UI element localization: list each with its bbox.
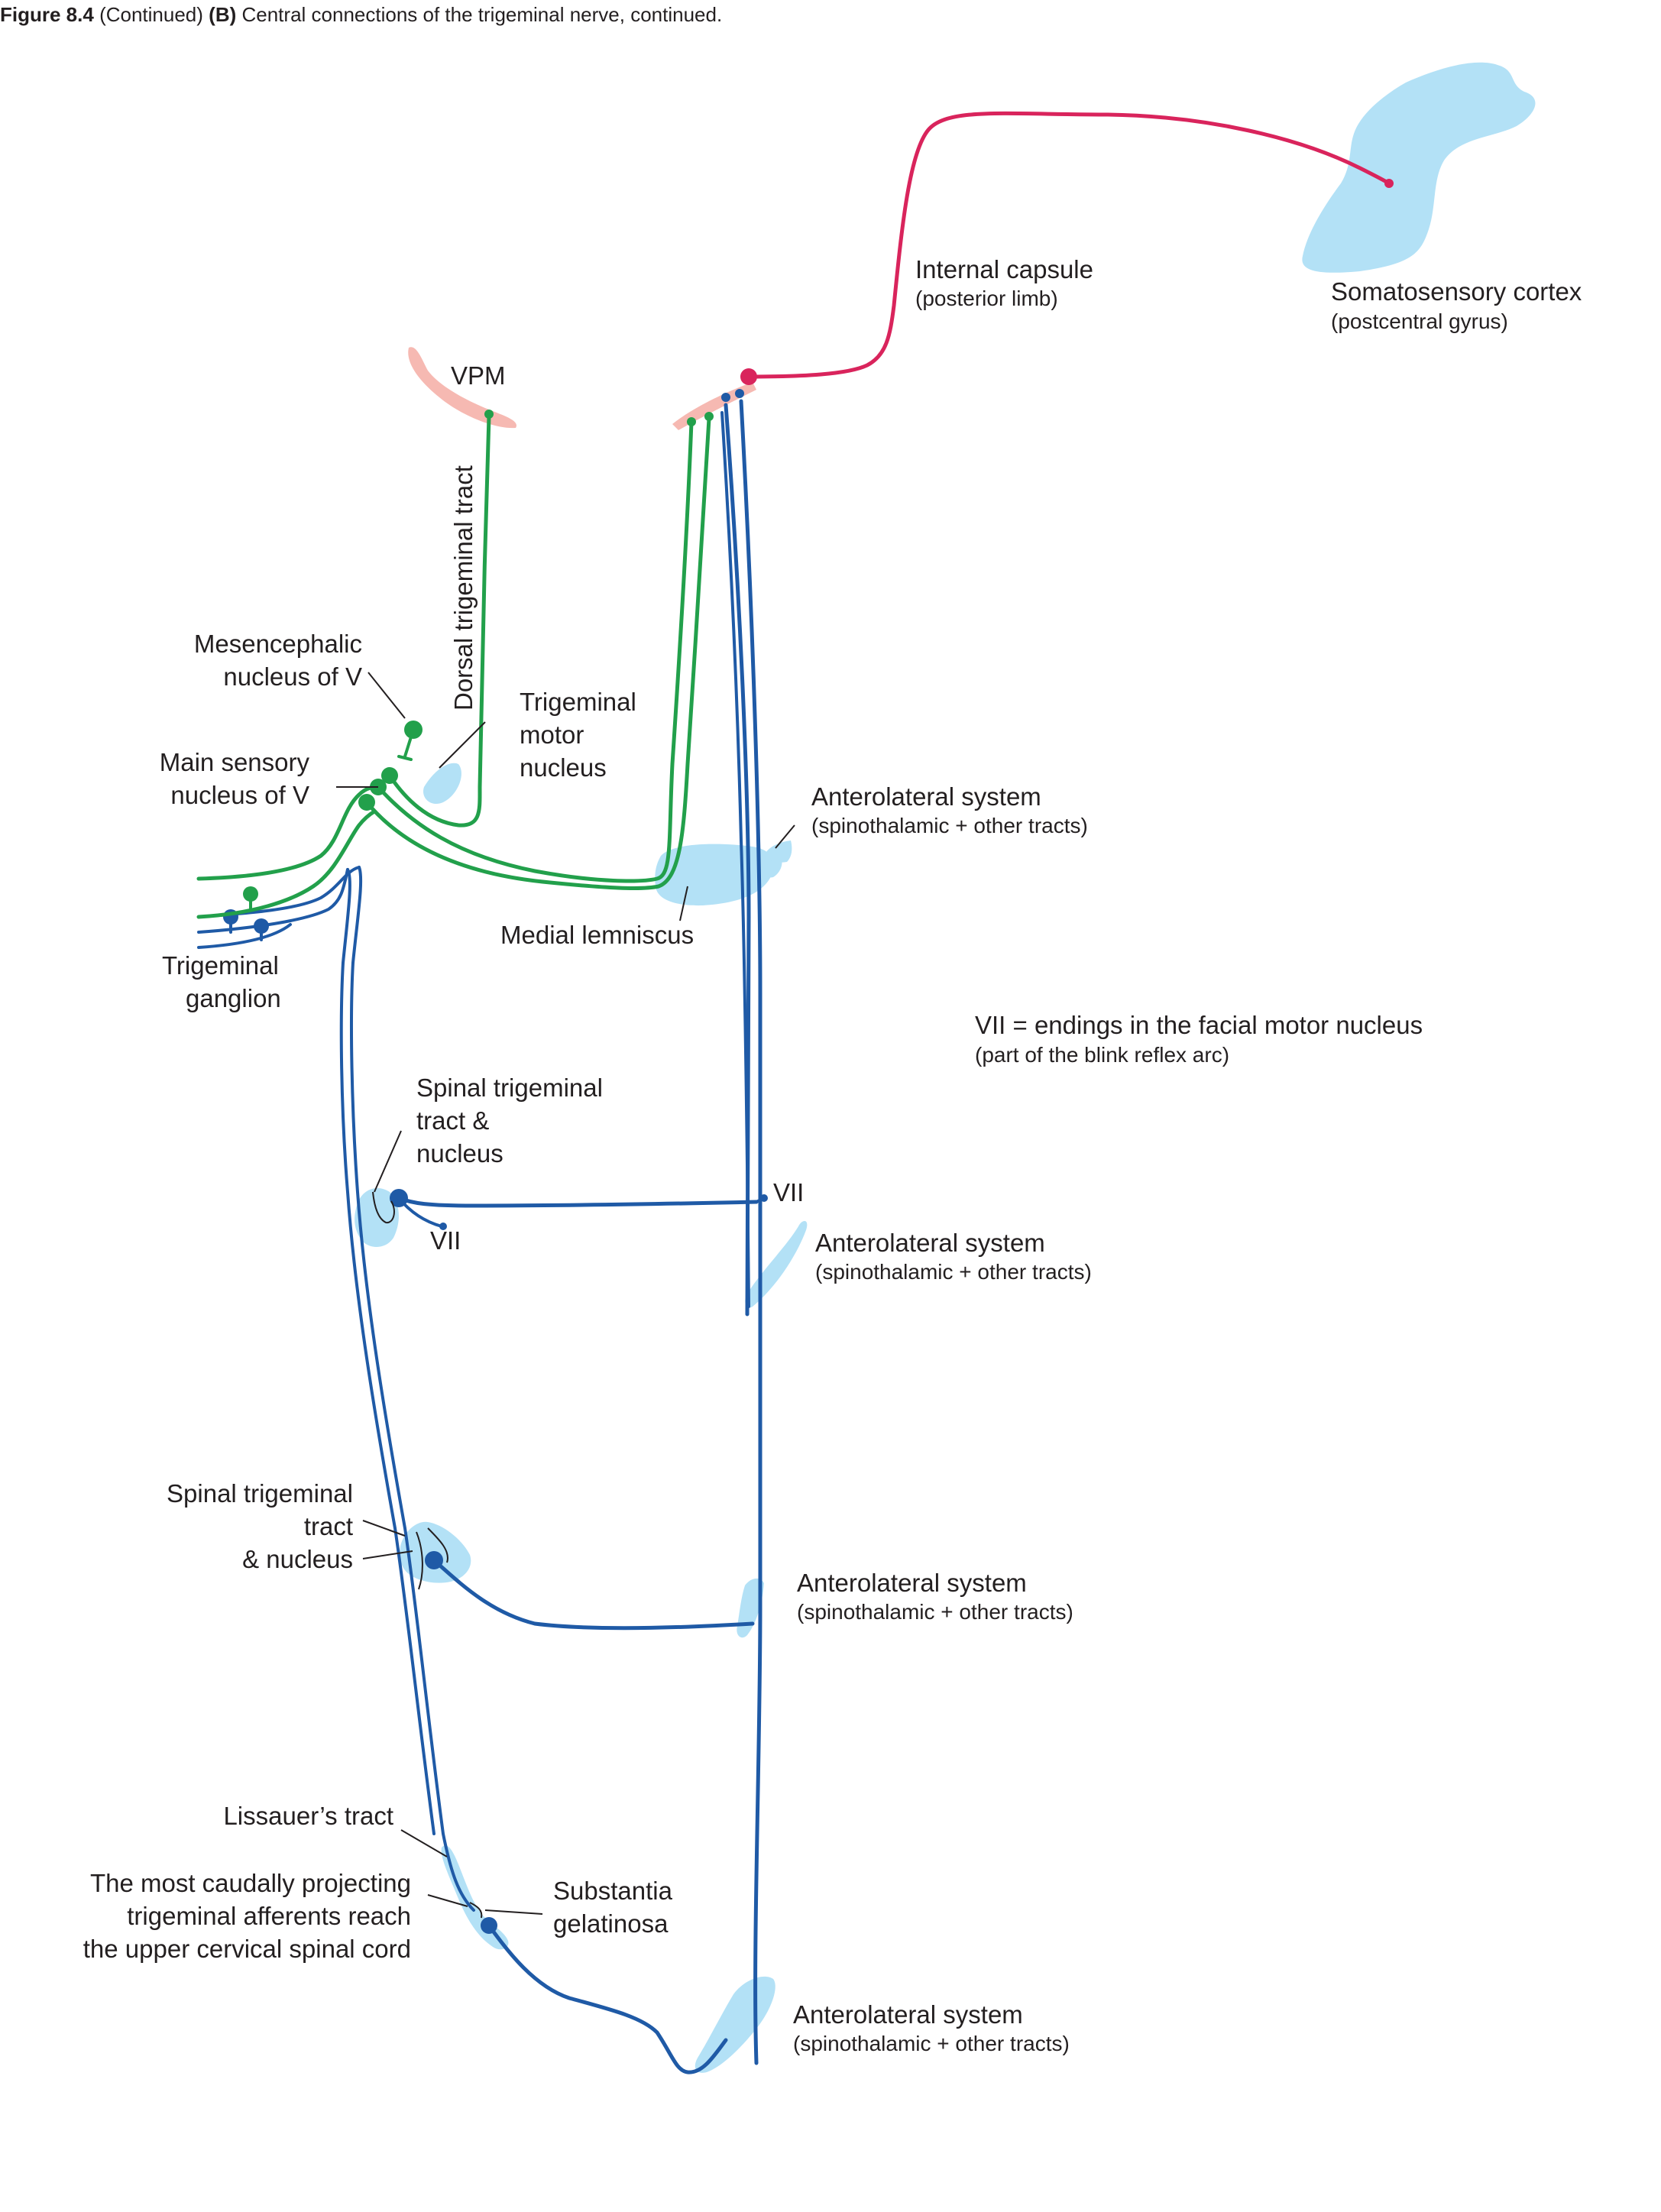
leader-lines [336, 672, 795, 1915]
label-spinal-mid-3: & nucleus [242, 1545, 353, 1573]
label-trigeminal-ganglion-2: ganglion [186, 984, 281, 1012]
label-main-sensory-1: Main sensory [160, 748, 310, 776]
cortex-terminal [1384, 179, 1394, 188]
somatosensory-cortex-region [1302, 62, 1536, 273]
label-spinal-top-3: nucleus [416, 1139, 503, 1168]
spinal-top-inset [372, 1191, 395, 1224]
red-pathway [740, 111, 1394, 385]
label-internal-capsule-sub: (posterior limb) [915, 287, 1058, 310]
label-trigeminal-ganglion-1: Trigeminal [162, 951, 279, 980]
leader-motor-nucleus [439, 721, 486, 769]
leader-mesencephalic [367, 672, 406, 719]
vpm-terminal-green-left [484, 410, 494, 419]
label-anterolateral-1: Anterolateral system [811, 782, 1041, 811]
label-spinal-mid-2: tract [304, 1512, 353, 1540]
spinal-tract-outer [350, 866, 475, 1912]
trigeminal-motor-nucleus-region [423, 763, 461, 805]
leader-spinal-mid-1 [362, 1520, 406, 1537]
label-anterolateral-4-sub: (spinothalamic + other tracts) [793, 2032, 1070, 2055]
ganglion-blue-fibre-2 [197, 868, 349, 934]
leader-spinal-mid-2 [362, 1550, 413, 1559]
spinal-mid-inset-1 [416, 1531, 423, 1590]
vpm-terminal-green-1 [687, 417, 696, 426]
anatomical-regions [355, 62, 1536, 2073]
leader-anterolateral-1 [775, 824, 795, 849]
label-spinal-top-2: tract & [416, 1106, 489, 1135]
label-lissauer: Lissauer’s tract [223, 1802, 393, 1830]
mesencephalic-fibre [397, 755, 413, 761]
caudal-crossing-fibre [487, 1923, 728, 2074]
mesencephalic-axon [403, 728, 415, 758]
anterolateral-ascending-outer [739, 399, 763, 2065]
label-somatosensory-cortex: Somatosensory cortex [1331, 277, 1582, 306]
caudal-inset [469, 1902, 483, 1919]
label-vii-right: VII [773, 1178, 804, 1206]
label-spinal-mid-1: Spinal trigeminal [167, 1479, 353, 1508]
dorsal-trigeminal-tract [387, 414, 491, 827]
label-mesencephalic-2: nucleus of V [223, 662, 362, 691]
label-mesencephalic-1: Mesencephalic [194, 630, 362, 658]
leader-lissauer [400, 1829, 448, 1857]
label-vpm: VPM [451, 361, 506, 390]
label-trigeminal-motor-1: Trigeminal [520, 688, 636, 716]
spinal-mid-crossing-fibre [432, 1558, 755, 1631]
ganglion-green-fibre-2 [196, 809, 377, 919]
label-caudal-1: The most caudally projecting [90, 1869, 411, 1897]
label-anterolateral-3-sub: (spinothalamic + other tracts) [797, 1600, 1073, 1624]
figure-caption: Figure 8.4 (Continued) (B) Central conne… [0, 3, 722, 26]
label-vii-note: VII = endings in the facial motor nucleu… [975, 1011, 1423, 1039]
green-pathways [196, 410, 714, 919]
label-substantia-2: gelatinosa [553, 1909, 669, 1938]
medial-lemniscus-fibre-1 [376, 419, 694, 883]
ganglion-blue-fibre-3 [197, 923, 292, 949]
label-vii-note-sub: (part of the blink reflex arc) [975, 1043, 1229, 1067]
vpm-terminal-blue-2 [735, 389, 744, 398]
labels: VPM Internal capsule (posterior limb) So… [83, 255, 1582, 2055]
anterolateral-region-4 [695, 1976, 775, 2073]
ganglion-green-fibre-1 [196, 785, 380, 881]
vpm-terminal-green-2 [704, 412, 714, 421]
ganglion-blue-fibre-1 [197, 866, 361, 918]
label-trigeminal-motor-2: motor [520, 721, 584, 749]
vii-terminal-left-dot [439, 1223, 447, 1230]
anterolateral-region-2 [745, 1221, 808, 1308]
label-trigeminal-motor-3: nucleus [520, 753, 607, 782]
anterolateral-ascending-third [720, 411, 750, 1308]
spinal-trigeminal-nucleus-top-region [355, 1188, 399, 1247]
label-main-sensory-2: nucleus of V [170, 781, 309, 809]
label-caudal-3: the upper cervical spinal cord [83, 1935, 411, 1963]
spinal-top-crossing-fibre [397, 1196, 759, 1208]
leader-spinal-top [374, 1130, 402, 1193]
label-anterolateral-2-sub: (spinothalamic + other tracts) [815, 1260, 1092, 1284]
label-anterolateral-3: Anterolateral system [797, 1569, 1027, 1597]
internal-capsule-fibre [746, 111, 1391, 379]
vpm-left-region [408, 347, 516, 429]
blue-pathways [197, 389, 768, 2074]
spinal-top-to-vii-left [397, 1197, 443, 1228]
label-medial-lemniscus: Medial lemniscus [500, 921, 694, 949]
vpm-terminal-blue-1 [721, 393, 730, 402]
leader-medial-lemniscus [679, 886, 688, 921]
label-internal-capsule: Internal capsule [915, 255, 1093, 283]
label-somatosensory-cortex-sub: (postcentral gyrus) [1331, 309, 1508, 333]
label-anterolateral-1-sub: (spinothalamic + other tracts) [811, 814, 1088, 837]
vii-terminal-right-dot [760, 1194, 768, 1202]
anterolateral-region-1b [763, 857, 782, 878]
label-substantia-1: Substantia [553, 1877, 673, 1905]
medial-lemniscus-fibre-2 [364, 416, 711, 890]
label-anterolateral-2: Anterolateral system [815, 1229, 1045, 1257]
label-caudal-2: trigeminal afferents reach [127, 1902, 411, 1930]
label-spinal-top-1: Spinal trigeminal [416, 1074, 603, 1102]
leader-substantia [484, 1909, 543, 1915]
label-anterolateral-4: Anterolateral system [793, 2000, 1023, 2029]
spinal-tract-inner [339, 868, 435, 1835]
lissauer-tract-region [441, 1845, 509, 1950]
label-vii-left: VII [430, 1226, 461, 1255]
spinal-mid-inset-2 [427, 1527, 448, 1563]
anterolateral-region-1 [764, 840, 792, 863]
label-dorsal-trigeminal-tract: Dorsal trigeminal tract [449, 465, 478, 711]
leader-caudal [427, 1894, 468, 1907]
